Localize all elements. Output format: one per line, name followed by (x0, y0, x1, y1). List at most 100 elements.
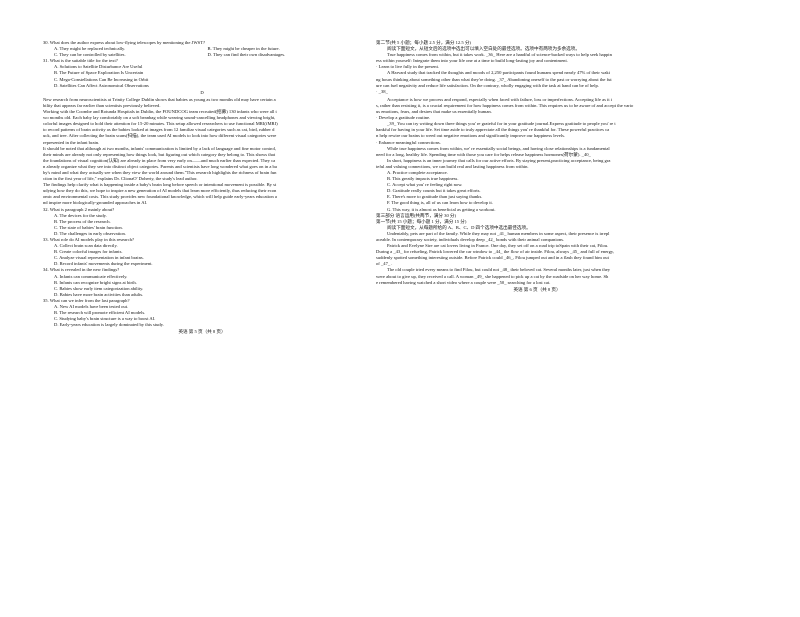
q35-option-d: D. Early-years education is largely domi… (54, 322, 164, 328)
question-33-stem: 33. What role do AI models play in this … (43, 237, 134, 242)
left-page: 30. What does the author express about l… (43, 40, 361, 336)
passage-line: Acceptance is how we process and respond… (387, 96, 613, 102)
passage-line: wo months old. Each baby lay comfortably… (43, 115, 276, 121)
passage-line: · Learn to live fully in the present. (376, 64, 440, 70)
q30-option-a: A. They might be replaced technically. (54, 46, 126, 52)
passage-line: While true happiness comes from within, … (387, 145, 610, 151)
cloze-line: The old couple tried every means to find… (387, 267, 611, 273)
cloze-line: e remembered having watched a short vide… (376, 279, 551, 285)
question-30-options-row2: C. They can be controlled by satellites.… (43, 52, 361, 58)
option-d: D. Gratitude really counts but it takes … (387, 188, 481, 194)
cloze-line: suddenly spotted something interesting o… (376, 255, 609, 261)
q30-option-b: B. They might be cheaper in the future. (207, 46, 280, 52)
q34-option-c: C. Babies show early item categorization… (54, 285, 144, 291)
section-instructions: 阅读下面短文，从短文后的选项中选出可以填入空白处的最佳选项。选项中有两项为多余选… (387, 46, 580, 52)
passage-line: represented in the infant brain. (43, 139, 100, 145)
passage-line: A Harvard study that tracked the thought… (387, 70, 611, 76)
passage-line: colorful images designed to hold their a… (43, 121, 278, 127)
cloze-passage: Undeniably, pets are part of the family.… (376, 231, 698, 286)
passage-line: udying how they do this, we hope to insp… (43, 188, 277, 194)
q35-option-c: C. Studying baby's brain structure is a … (54, 316, 156, 322)
page-footer-left: 英语 第 5 页（共 8 页） (178, 329, 226, 335)
passage-line: True happiness comes from within, but it… (387, 52, 612, 58)
cloze-line: Undeniably, pets are part of the family.… (387, 230, 610, 236)
reading-passage-d: New research from neuroscientists at Tri… (43, 97, 361, 207)
passage-line: In short, happiness is an inner journey … (387, 157, 611, 163)
passage-line: · Develop a gratitude routine. (376, 115, 431, 121)
part3-section1-header: 第一节(共 15 小题；每小题 1 分，满分 15 分) (376, 218, 467, 224)
q31-option-a: A. Solutions to Satellite Disturbance Ar… (54, 64, 143, 70)
passage-line: ng hours thinking about something other … (376, 76, 612, 82)
q34-option-b: B. Infants can recognize bright signs at… (54, 279, 137, 285)
question-30-stem: 30. What does the author express about l… (43, 40, 206, 45)
passage-line: hankful for having in your life. Set tim… (376, 127, 610, 133)
option-e: E. There's more to gratitude than just s… (387, 194, 483, 200)
section-letter-d: D (200, 89, 204, 95)
option-a: A. Practice complete acceptance. (387, 169, 448, 175)
q32-option-d: D. The challenges in early observation. (54, 230, 126, 236)
q35-option-b: B. The research will promote efficient A… (54, 310, 146, 316)
passage-line: nd inspire more biologically-grounded ap… (43, 200, 148, 206)
section-header: 第二节(共 5 小题；每小题 2.5 分，满分 12.5 分) (376, 40, 471, 45)
passage-line: n help rewire our brains to weed out neg… (376, 133, 566, 139)
passage-line: by's mind and what they actually see whe… (43, 169, 277, 175)
passage-line: _39_ You can try writing down three thin… (387, 121, 616, 127)
q32-option-c: C. The state of babies' brain function. (54, 224, 123, 230)
q34-option-a: A. Infants can communicate effectively. (54, 273, 128, 279)
passage-line: Working with the Coombe and Rotunda Hosp… (43, 109, 277, 115)
passage-line: New research from neuroscientists at Tri… (43, 96, 276, 102)
q33-option-c: C. Analyze visual representation in infa… (54, 255, 144, 261)
option-g: G. This way, it is almost as beneficial … (387, 206, 496, 212)
passage-line: need for a long, healthy life. Spending … (376, 151, 591, 157)
question-34-stem: 34. What is revealed in the new findings… (43, 267, 120, 273)
part3-header: 第三部分 语言运用(共两节，满分 30 分) (376, 212, 457, 218)
q33-option-d: D. Record infants' movements during the … (54, 261, 153, 267)
cloze-line: aceable. In contemporary society, indivi… (376, 237, 565, 242)
question-32-stem: 32. What is paragraph 2 mainly about? (43, 206, 115, 212)
passage-line: the foundations of visual cognition(认知) … (43, 157, 276, 163)
cloze-line: were about to give up, they received a c… (376, 273, 609, 279)
passage-line: their minds are already not only represe… (43, 151, 276, 157)
question-31-stem: 31. What is the suitable title for the t… (43, 58, 118, 64)
passage-line: · _38_ (376, 88, 388, 94)
part3-section1-instructions: 阅读下面短文，从每题所给的 A、B、C、D 四个选项中选出最佳选项。 (387, 224, 531, 230)
option-b: B. This greatly impacts true happiness. (387, 176, 459, 182)
passage-line: us emotions, fears, and desires that mak… (376, 109, 492, 115)
question-30-options-row1: A. They might be replaced technically. B… (43, 46, 361, 52)
q31-option-c: C. Mega-Constellations Can Be Increasing… (54, 76, 149, 82)
seven-choose-five-passage: True happiness comes from within, but it… (376, 52, 698, 170)
passage-line: s, rather than resisting it, is a crucia… (376, 102, 634, 108)
q34-option-d: D. Babies have more brain activities tha… (54, 291, 144, 297)
passage-line: ction in the first year of life," explai… (43, 176, 198, 182)
q30-option-c: C. They can be controlled by satellites. (54, 52, 126, 58)
passage-line: bility that appears far earlier than sci… (43, 102, 161, 108)
passage-line: · Enhance meaningful connections. (376, 139, 441, 145)
q32-option-b: B. The process of the research. (54, 218, 111, 224)
passage-line: The findings help clarify what is happen… (43, 182, 277, 188)
question-35-stem: 35. What can we infer from the last para… (43, 297, 130, 303)
q30-option-d: D. They can find their own disadvantages… (207, 52, 286, 58)
cloze-line: Patrick and Evelyne Sire are cat lovers … (387, 243, 609, 249)
q33-option-a: A. Collect brain scan data directly. (54, 243, 118, 249)
passage-line: n already organize what they see into di… (43, 163, 277, 169)
option-c: C. Accept what you' re feeling right now… (387, 182, 463, 188)
q31-option-d: D. Satellites Can Affect Astronomical Ob… (54, 82, 149, 88)
option-f: F. The good thing is, all of us can lear… (387, 200, 493, 206)
q33-option-b: B. Create colorful images for infants. (54, 249, 123, 255)
q32-option-a: A. The devices for the study. (54, 212, 107, 218)
page-footer-right: 英语 第 6 页（共 8 页） (513, 286, 561, 292)
passage-line: ure can fuel negativity and reduce life … (376, 82, 599, 88)
passage-line: uck, and tree. After collecting the brai… (43, 133, 277, 139)
cloze-line: of _47_ . (376, 261, 393, 267)
right-page: 第二节(共 5 小题；每小题 2.5 分，满分 12.5 分) 阅读下面短文，从… (376, 40, 698, 293)
passage-line: It should be noted that although at two … (43, 145, 277, 151)
passage-line: ess within yourself: Integrate them into… (376, 58, 568, 64)
cloze-line: During a _43_ for refueling, Patrick low… (376, 249, 615, 255)
passage-line: omic and environmental costs. This study… (43, 194, 277, 200)
answer-options: A. Practice complete acceptance. B. This… (376, 170, 698, 213)
passage-line: teful and valuing connections, we can bu… (376, 163, 529, 169)
q35-option-a: A. New AI models have been tested out. (54, 304, 129, 310)
passage-line: to record patterns of brain activity as … (43, 127, 275, 133)
q31-option-b: B. The Future of Space Exploration Is Un… (54, 70, 144, 76)
